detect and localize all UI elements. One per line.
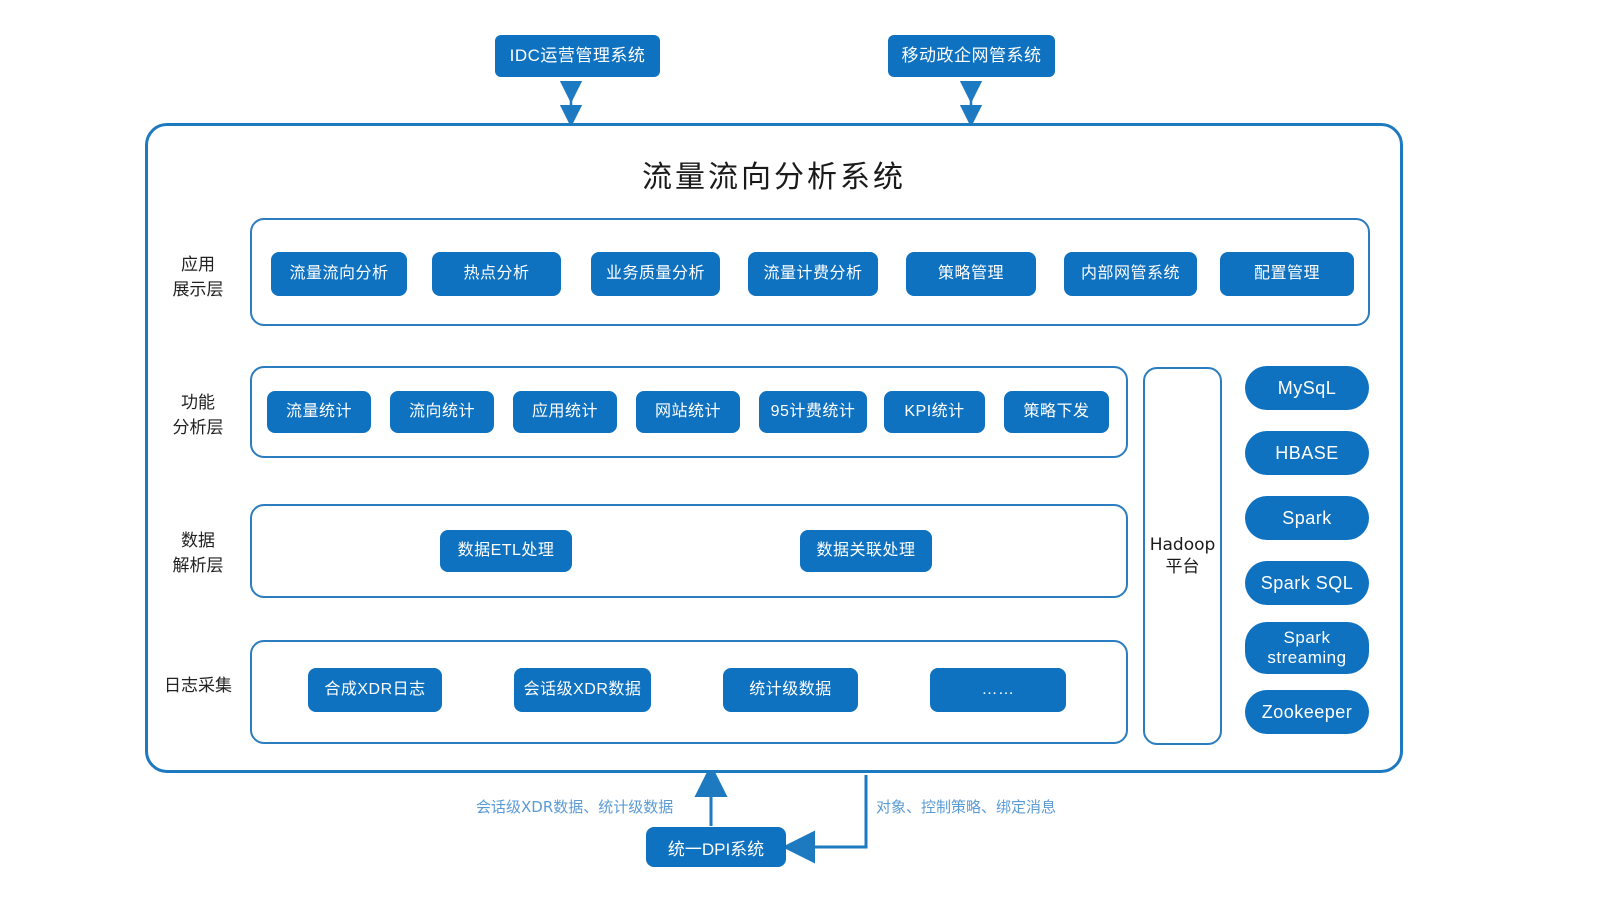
unified-dpi-system[interactable]: 统一DPI系统 — [646, 827, 786, 867]
data-item-label: 数据关联处理 — [816, 541, 916, 559]
app-item-label: 热点分析 — [463, 264, 530, 282]
app-item-policy-management[interactable]: 策略管理 — [906, 252, 1036, 296]
log-item-label: 统计级数据 — [749, 680, 832, 698]
page-title: 流量流向分析系统 — [642, 160, 906, 195]
app-item-label: 流量计费分析 — [763, 264, 863, 282]
fn-item-label: 策略下发 — [1023, 402, 1090, 420]
log-item-statistical-data[interactable]: 统计级数据 — [723, 668, 858, 712]
fn-item-95-billing-stats[interactable]: 95计费统计 — [759, 391, 867, 433]
app-item-service-quality-analysis[interactable]: 业务质量分析 — [591, 252, 720, 296]
external-system-mobile-nms[interactable]: 移动政企网管系统 — [888, 35, 1055, 77]
caption-downstream-control: 对象、控制策略、绑定消息 — [876, 798, 1057, 816]
log-item-ellipsis[interactable]: …… — [930, 668, 1066, 712]
layer-label-data-parsing: 数据 解析层 — [172, 531, 224, 576]
fn-item-traffic-stats[interactable]: 流量统计 — [267, 391, 371, 433]
tech-chip-hbase[interactable]: HBASE — [1245, 431, 1369, 475]
app-item-config-management[interactable]: 配置管理 — [1220, 252, 1354, 296]
log-item-label: 合成XDR日志 — [324, 680, 426, 698]
fn-item-label: 95计费统计 — [770, 402, 856, 420]
hadoop-platform-label: Hadoop 平台 — [1149, 534, 1216, 577]
external-system-idc-label: IDC运营管理系统 — [509, 46, 646, 66]
tech-chip-label: Spark SQL — [1260, 572, 1354, 593]
hadoop-platform-column: Hadoop 平台 — [1143, 367, 1222, 745]
log-item-label: 会话级XDR数据 — [523, 680, 642, 698]
layer-label-function: 功能 分析层 — [172, 393, 224, 438]
tech-chip-label: Spark streaming — [1267, 628, 1347, 667]
unified-dpi-system-label: 统一DPI系统 — [667, 839, 765, 859]
tech-chip-spark-sql[interactable]: Spark SQL — [1245, 561, 1369, 605]
log-item-synthetic-xdr-log[interactable]: 合成XDR日志 — [308, 668, 442, 712]
app-item-traffic-billing-analysis[interactable]: 流量计费分析 — [748, 252, 878, 296]
caption-upstream-data: 会话级XDR数据、统计级数据 — [476, 798, 674, 816]
data-item-etl-processing[interactable]: 数据ETL处理 — [440, 530, 572, 572]
tech-chip-mysql[interactable]: MySqL — [1245, 366, 1369, 410]
arrow-system-to-dpi — [782, 775, 868, 864]
tech-chip-label: MySqL — [1277, 377, 1337, 398]
app-item-label: 业务质量分析 — [605, 264, 705, 282]
app-item-label: 配置管理 — [1253, 264, 1320, 282]
app-item-traffic-flow-analysis[interactable]: 流量流向分析 — [271, 252, 407, 296]
tech-chip-zookeeper[interactable]: Zookeeper — [1245, 690, 1369, 734]
log-item-label: …… — [981, 680, 1015, 698]
layer-label-application: 应用 展示层 — [172, 255, 224, 300]
data-item-correlation-processing[interactable]: 数据关联处理 — [800, 530, 932, 572]
tech-chip-label: HBASE — [1275, 442, 1339, 463]
app-item-label: 策略管理 — [937, 264, 1004, 282]
data-item-label: 数据ETL处理 — [457, 541, 555, 559]
tech-chip-label: Zookeeper — [1261, 701, 1353, 722]
fn-item-label: 应用统计 — [531, 402, 598, 420]
fn-item-label: 流向统计 — [408, 402, 475, 420]
app-item-label: 内部网管系统 — [1080, 264, 1180, 282]
layer-label-log-collection: 日志采集 — [164, 676, 232, 696]
fn-item-label: 流量统计 — [285, 402, 352, 420]
app-item-label: 流量流向分析 — [289, 264, 389, 282]
external-system-mobile-nms-label: 移动政企网管系统 — [901, 46, 1042, 66]
fn-item-website-stats[interactable]: 网站统计 — [636, 391, 740, 433]
fn-item-kpi-stats[interactable]: KPI统计 — [884, 391, 985, 433]
fn-item-flow-direction-stats[interactable]: 流向统计 — [390, 391, 494, 433]
fn-item-label: KPI统计 — [904, 402, 965, 420]
tech-chip-label: Spark — [1282, 507, 1332, 528]
data-parsing-layer — [250, 504, 1128, 598]
fn-item-application-stats[interactable]: 应用统计 — [513, 391, 617, 433]
log-item-session-xdr-data[interactable]: 会话级XDR数据 — [514, 668, 651, 712]
app-item-internal-nms[interactable]: 内部网管系统 — [1064, 252, 1197, 296]
tech-chip-spark[interactable]: Spark — [1245, 496, 1369, 540]
fn-item-policy-dispatch[interactable]: 策略下发 — [1004, 391, 1109, 433]
app-item-hotspot-analysis[interactable]: 热点分析 — [432, 252, 561, 296]
fn-item-label: 网站统计 — [654, 402, 721, 420]
tech-chip-spark-streaming[interactable]: Spark streaming — [1245, 622, 1369, 674]
external-system-idc[interactable]: IDC运营管理系统 — [495, 35, 660, 77]
